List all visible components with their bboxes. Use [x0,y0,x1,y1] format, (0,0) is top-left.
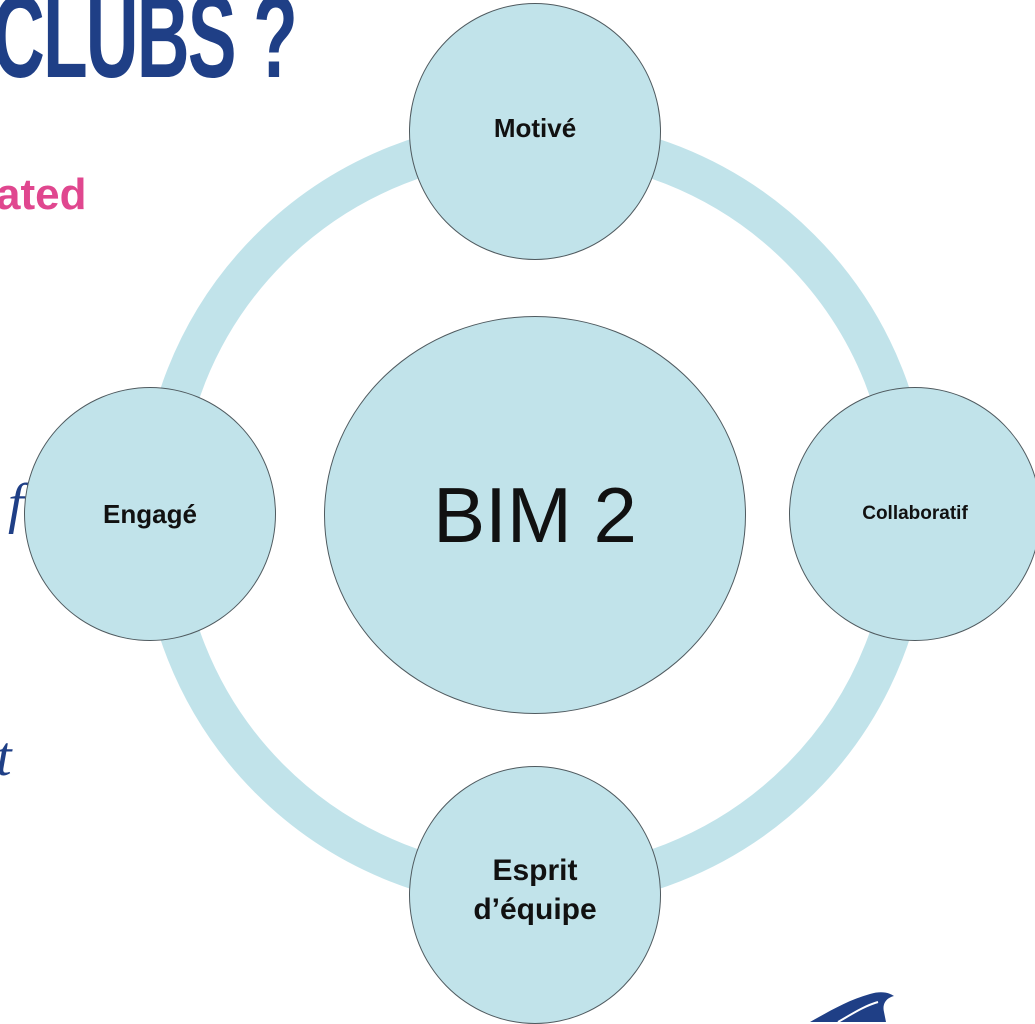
center-node-label: BIM 2 [433,470,637,559]
node-right: Collaboratif [789,387,1035,641]
node-label-bottom-line1: Esprit [492,854,578,887]
center-node: BIM 2 [324,316,746,714]
logo-swoosh-icon [810,992,894,1022]
italic-text-fragment: t [0,725,12,789]
node-label-right: Collaboratif [862,503,968,524]
slide-title: CLUBS ? [0,0,298,103]
slide-subtitle: ated [0,170,87,219]
node-label-bottom: Esprit d’équipe [473,851,596,929]
node-top: Motivé [409,3,661,260]
node-label-top: Motivé [493,113,577,143]
node-label-left: Engagé [103,498,197,529]
node-bottom: Esprit d’équipe [409,766,661,1024]
node-label-bottom-line2: d’équipe [473,893,597,926]
node-left: Engagé [24,387,276,641]
